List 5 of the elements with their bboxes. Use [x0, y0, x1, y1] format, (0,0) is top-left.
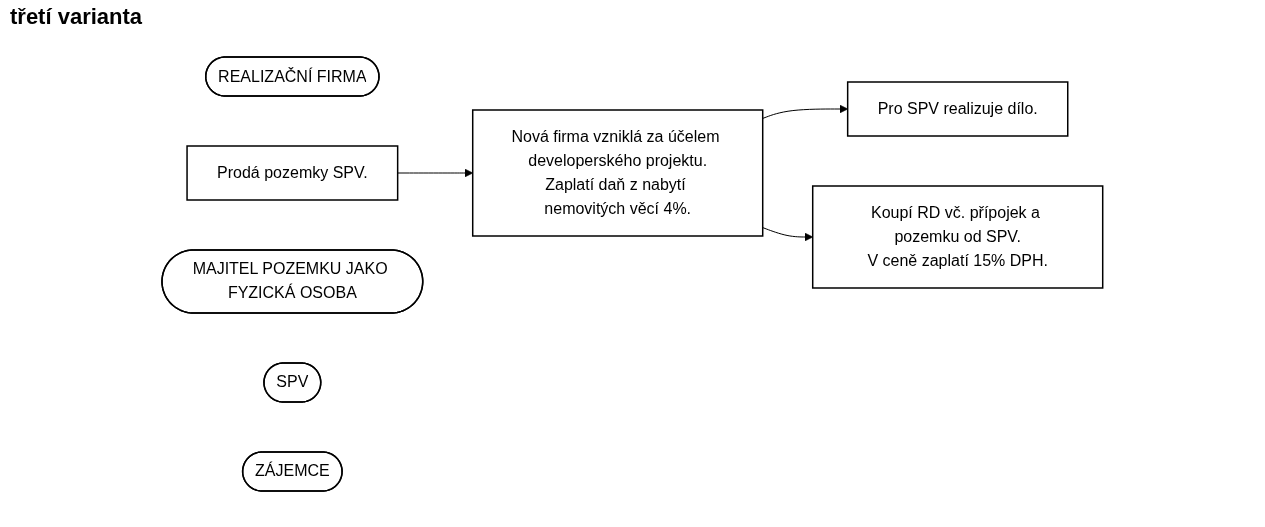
diagram-title: třetí varianta: [10, 4, 144, 30]
node-box: Koupí RD vč. přípojek a pozemku od SPV. V ceně zaplatí 15% DPH.: [812, 185, 1104, 289]
node-box: Pro SPV realizuje dílo.: [847, 81, 1069, 137]
node-box: Nová firma vzniklá za účelem developerského projektu. Zaplatí daň z nabytí nemovitých věcí 4%.: [472, 109, 764, 237]
node-box: Prodá pozemky SPV.: [186, 145, 399, 201]
